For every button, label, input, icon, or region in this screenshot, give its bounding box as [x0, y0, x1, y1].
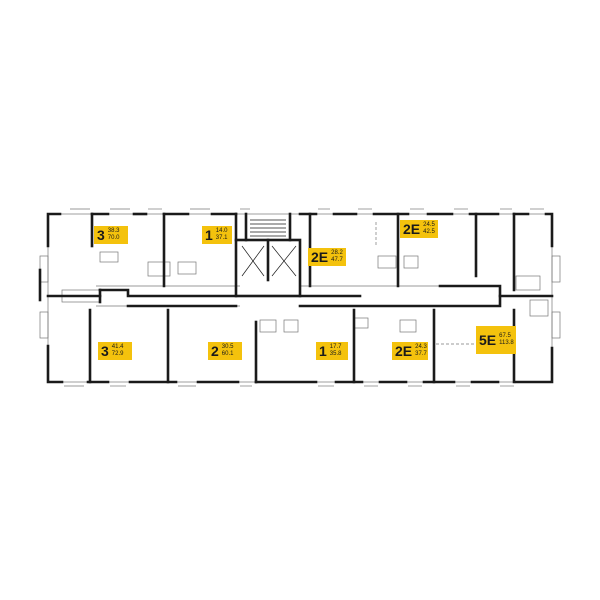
apartment-rooms: 5E — [479, 332, 497, 348]
apartment-total-area: 70.0 — [107, 235, 120, 241]
apartment-rooms: 2E — [311, 249, 329, 265]
apartment-tag[interactable]: 3 41.4 72.9 — [98, 342, 132, 360]
apartment-tag[interactable]: 2E 28.2 47.7 — [308, 248, 346, 266]
apartment-tag[interactable]: 3 38.3 70.0 — [94, 226, 128, 244]
apartment-tag[interactable]: 2E 24.5 42.5 — [400, 220, 438, 238]
apartment-living-area: 24.5 — [423, 222, 435, 228]
apartment-living-area: 14.0 — [215, 228, 228, 234]
apartment-tag[interactable]: 5E 67.5 113.8 — [476, 326, 516, 354]
apartment-tag[interactable]: 1 17.7 35.8 — [316, 342, 348, 360]
apartment-total-area: 60.1 — [221, 351, 234, 357]
apartment-total-area: 42.5 — [423, 229, 435, 235]
apartment-rooms: 2E — [395, 343, 413, 359]
stairs — [241, 219, 297, 277]
apartment-living-area: 28.2 — [331, 250, 343, 256]
apartment-total-area: 37.7 — [415, 351, 427, 357]
apartment-living-area: 17.7 — [329, 344, 342, 350]
apartment-rooms: 2 — [211, 343, 219, 359]
apartment-rooms: 1 — [205, 227, 213, 243]
apartment-rooms: 1 — [319, 343, 327, 359]
apartment-living-area: 41.4 — [111, 344, 124, 350]
apartment-total-area: 113.8 — [499, 340, 514, 346]
apartment-living-area: 24.3 — [415, 344, 427, 350]
apartment-total-area: 35.8 — [329, 351, 342, 357]
apartment-rooms: 3 — [101, 343, 109, 359]
apartment-total-area: 72.9 — [111, 351, 124, 357]
apartment-rooms: 3 — [97, 227, 105, 243]
apartment-living-area: 67.5 — [499, 333, 511, 339]
apartment-rooms: 2E — [403, 221, 421, 237]
apartment-total-area: 47.7 — [331, 257, 343, 263]
apartment-living-area: 30.5 — [221, 344, 234, 350]
apartment-tag[interactable]: 2E 24.3 37.7 — [392, 342, 428, 360]
apartment-total-area: 37.1 — [215, 235, 228, 241]
apartment-living-area: 38.3 — [107, 228, 120, 234]
apartment-tag[interactable]: 2 30.5 60.1 — [208, 342, 242, 360]
apartment-tag[interactable]: 1 14.0 37.1 — [202, 226, 232, 244]
